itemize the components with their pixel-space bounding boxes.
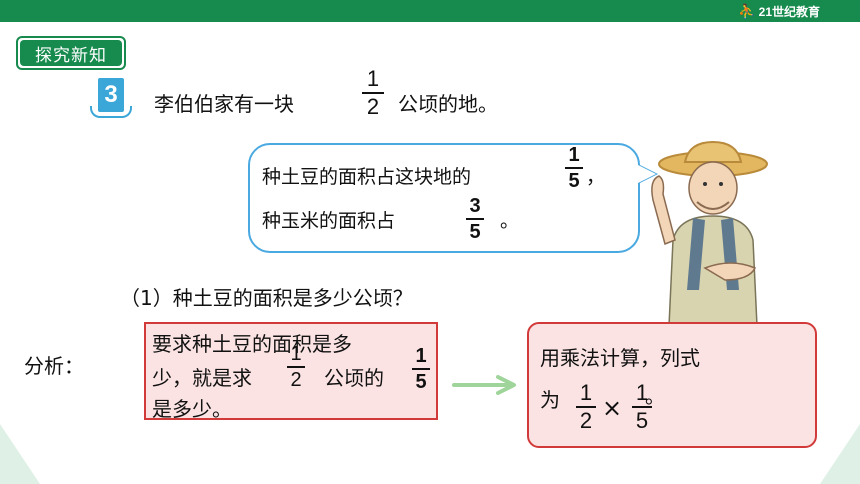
book-icon: 3 [88, 76, 134, 122]
analysis-fraction-fifth: 1 5 [412, 346, 430, 392]
corner-decoration-left [0, 424, 40, 484]
arrow-right-icon [452, 375, 516, 395]
runner-logo-icon: ⛹ [738, 2, 756, 19]
intro-fraction-numerator: 1 [366, 66, 380, 91]
farmer-illustration [651, 140, 768, 327]
top-bar: ⛹ 21世纪教育 [0, 0, 860, 22]
bubble-fraction-corn: 3 5 [466, 196, 484, 242]
corner-decoration-right [820, 424, 860, 484]
bubble-line2-end: 。 [500, 210, 520, 232]
analysis-fraction-half: 1 2 [287, 344, 305, 390]
question-text: （1）种土豆的面积是多少公顷？ [120, 286, 413, 310]
problem-number: 3 [98, 78, 124, 112]
result-end: 。 [645, 384, 665, 408]
multiply-operator: × [602, 394, 623, 422]
result-line1: 用乘法计算，列式 [540, 346, 700, 370]
analysis-box [144, 322, 438, 420]
bubble-line1-end: ， [586, 166, 606, 188]
bubble-line2: 种玉米的面积占 [262, 210, 396, 232]
brand-text: 21世纪教育 [758, 4, 820, 19]
section-tag-label: 探究新知 [20, 40, 122, 66]
intro-fraction: 1 2 [362, 68, 384, 118]
intro-fraction-denominator: 2 [366, 94, 380, 119]
result-fraction-half: 1 2 [576, 382, 596, 432]
result-box [527, 322, 817, 448]
analysis-line1: 要求种土豆的面积是多 [152, 332, 352, 356]
bubble-line1: 种土豆的面积占这块地的 [262, 166, 472, 188]
speech-bubble [248, 143, 640, 253]
brand-logo: ⛹ 21世纪教育 [738, 2, 820, 20]
analysis-line2-prefix: 少，就是求 [152, 366, 252, 390]
bubble-fraction-potato: 1 5 [565, 145, 583, 191]
analysis-line2-mid: 公顷的 [324, 366, 384, 390]
analysis-line3: 是多少。 [152, 397, 232, 421]
section-tag: 探究新知 [16, 36, 126, 70]
result-line2-prefix: 为 [540, 388, 560, 412]
result-fraction-fifth: 1 5 [632, 382, 652, 432]
problem-intro-prefix: 李伯伯家有一块 [154, 92, 294, 116]
problem-intro-suffix: 公顷的地。 [398, 92, 498, 116]
analysis-label: 分析： [24, 354, 84, 378]
